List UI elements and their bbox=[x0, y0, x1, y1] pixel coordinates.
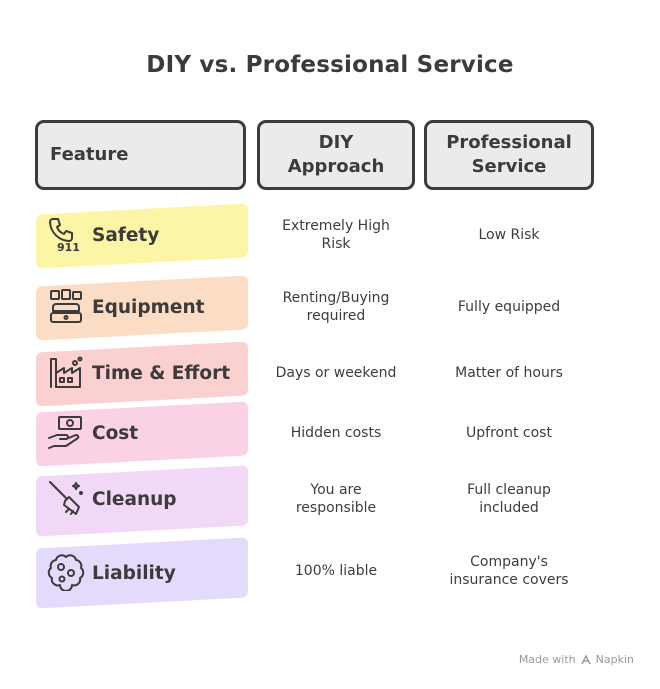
diy-value: Hidden costs bbox=[290, 425, 382, 441]
feature-label: Cleanup bbox=[92, 489, 177, 510]
diy-value: Days or weekend bbox=[275, 365, 397, 381]
header-feature-label: Feature bbox=[50, 144, 129, 165]
footer-credit: Made with Napkin bbox=[519, 653, 634, 666]
feature-label: Safety bbox=[92, 225, 160, 246]
header-feature: Feature bbox=[35, 120, 246, 190]
feature-label: Liability bbox=[92, 563, 176, 584]
svg-text:911: 911 bbox=[57, 241, 80, 253]
header-diy: DIY Approach bbox=[257, 120, 415, 190]
professional-value: Full cleanup included bbox=[467, 482, 551, 516]
row-equipment: Equipment Renting/Buying required Fully … bbox=[0, 275, 660, 341]
row-cost: Cost Hidden costs Upfront cost bbox=[0, 401, 660, 467]
footer-brand: Napkin bbox=[595, 653, 634, 666]
feature-label: Time & Effort bbox=[92, 363, 231, 384]
professional-value: Company's insurance covers bbox=[449, 554, 569, 588]
footer-made-with: Made with bbox=[518, 653, 576, 666]
row-time-effort: Time & Effort Days or weekend Matter of … bbox=[0, 341, 660, 407]
page-title: DIY vs. Professional Service bbox=[146, 52, 514, 78]
factory-icon bbox=[50, 356, 83, 388]
row-liability: Liability 100% liable Company's insuranc… bbox=[0, 537, 660, 609]
feature-label: Equipment bbox=[92, 297, 205, 318]
header-professional-label: Professional Service bbox=[446, 132, 572, 177]
broom-icon bbox=[49, 481, 83, 515]
diy-value: 100% liable bbox=[294, 563, 378, 579]
feature-label: Cost bbox=[92, 423, 139, 444]
phone-911-icon: 911 bbox=[49, 218, 80, 253]
professional-value: Low Risk bbox=[478, 227, 540, 243]
diy-value: You are responsible bbox=[295, 482, 377, 516]
napkin-logo-icon bbox=[581, 653, 591, 664]
header-diy-label: DIY Approach bbox=[287, 132, 385, 177]
diy-value: Renting/Buying required bbox=[282, 290, 390, 324]
row-cleanup: Cleanup You are responsible Full cleanup… bbox=[0, 465, 660, 537]
professional-value: Matter of hours bbox=[455, 365, 563, 381]
header-professional: Professional Service bbox=[424, 120, 594, 190]
brain-gears-icon bbox=[47, 554, 85, 591]
row-safety: 911 Safety Extremely High Risk Low Risk bbox=[0, 203, 660, 269]
equipment-icon bbox=[50, 289, 82, 323]
professional-value: Fully equipped bbox=[457, 299, 561, 315]
diy-value: Extremely High Risk bbox=[282, 218, 390, 252]
money-hand-icon bbox=[48, 416, 82, 449]
professional-value: Upfront cost bbox=[466, 425, 552, 441]
